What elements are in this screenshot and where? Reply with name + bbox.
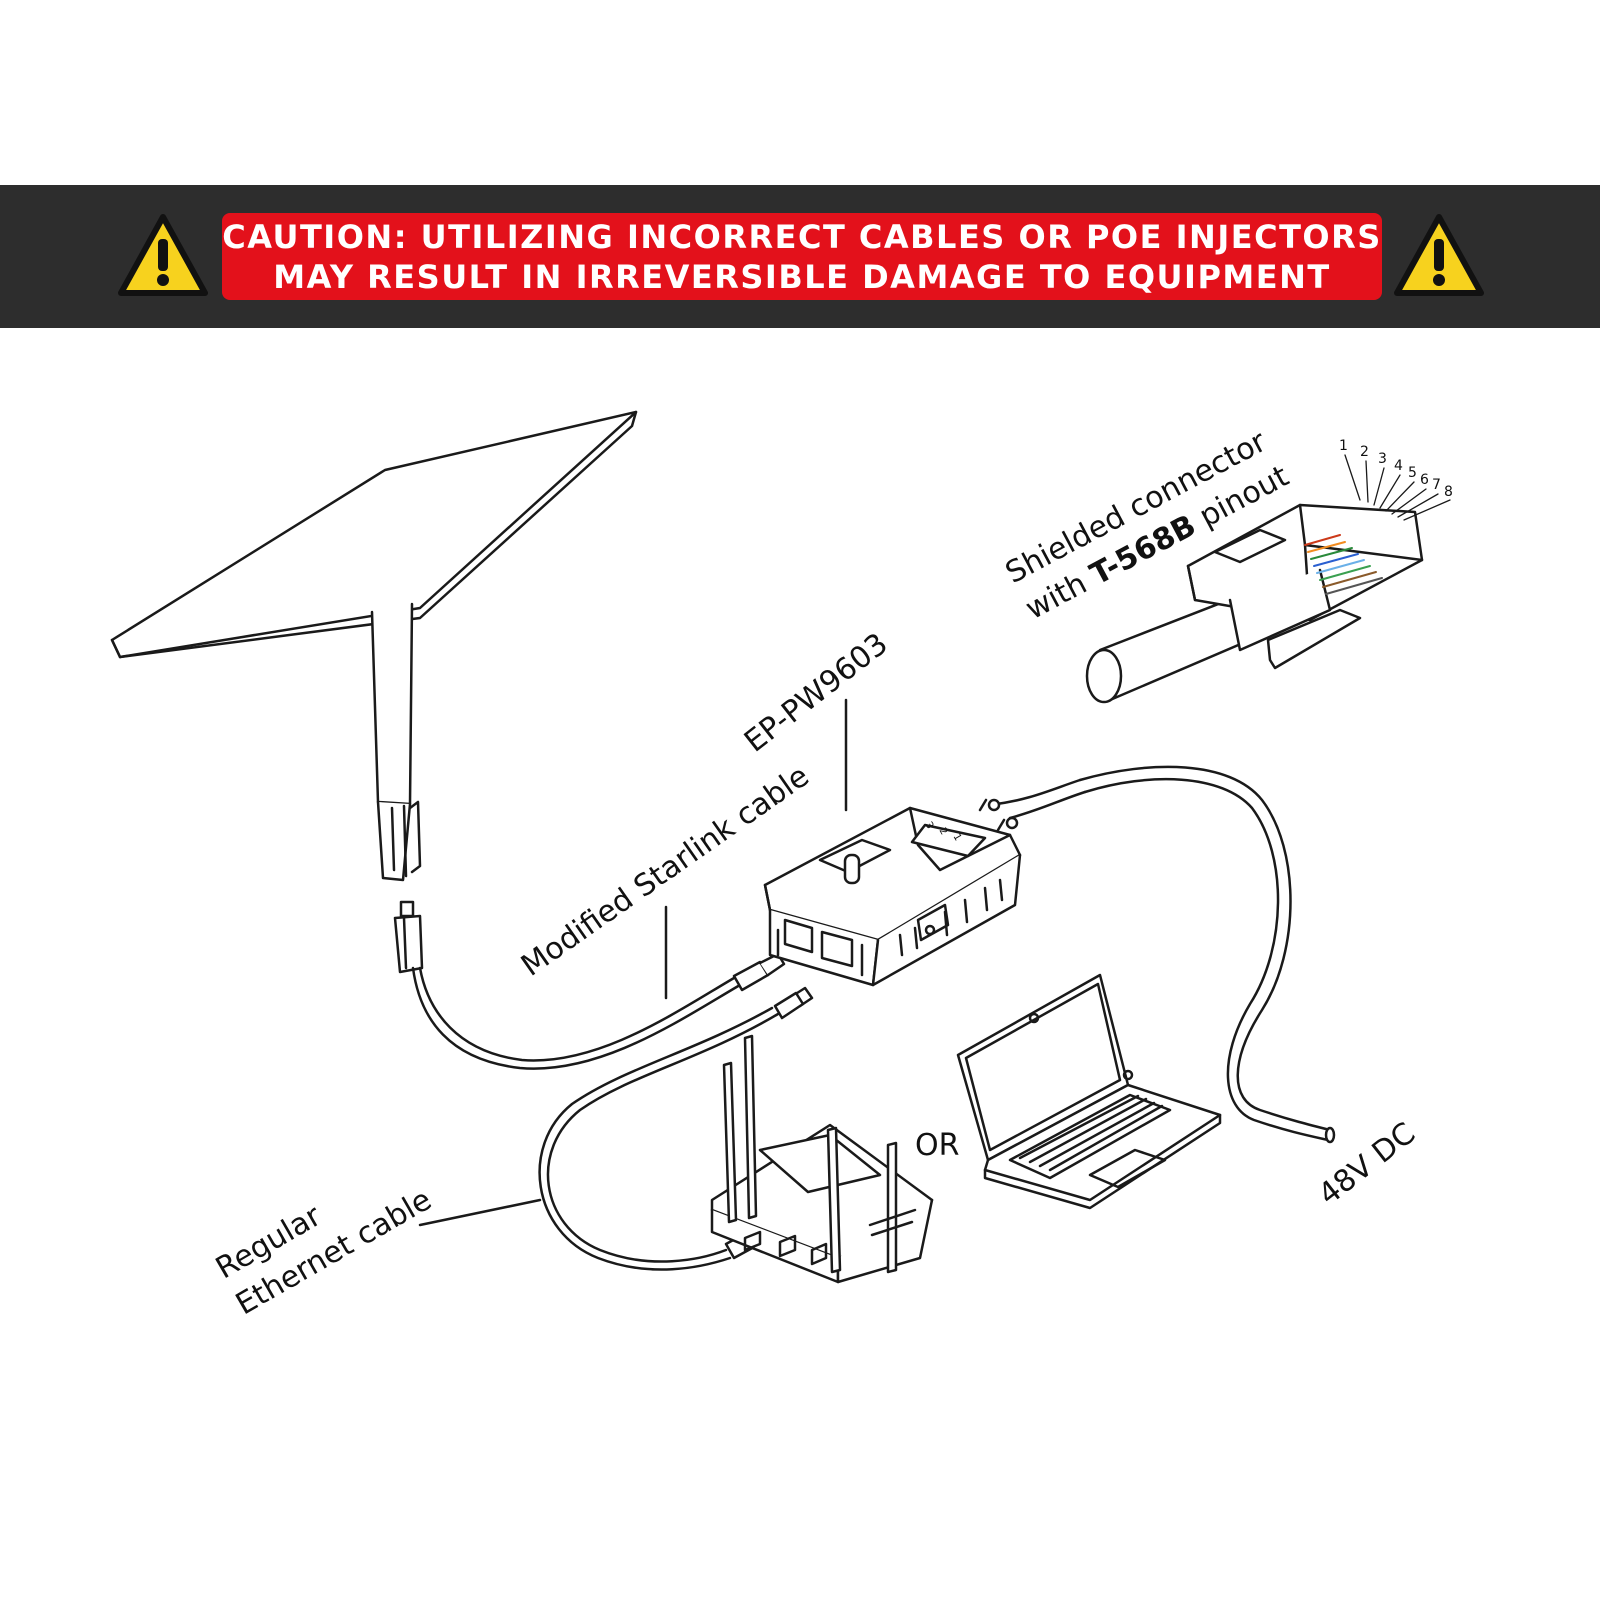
warning-triangle-icon <box>1394 214 1484 296</box>
pin-number: 1 <box>1339 438 1348 454</box>
router-illustration <box>710 1034 934 1284</box>
pin-number: 6 <box>1420 472 1429 488</box>
starlink-dish-illustration <box>110 410 638 882</box>
pin-number: 4 <box>1394 458 1403 474</box>
pin-number: 5 <box>1408 465 1417 481</box>
or-label: OR <box>915 1128 960 1163</box>
caution-line-2: MAY RESULT IN IRREVERSIBLE DAMAGE TO EQU… <box>273 257 1331 296</box>
warning-triangle-icon <box>118 214 208 296</box>
pin-number: 7 <box>1432 477 1441 493</box>
laptop-illustration <box>956 973 1222 1210</box>
pin-number: 3 <box>1378 451 1387 467</box>
pin-number: 8 <box>1444 484 1453 500</box>
caution-message: CAUTION: UTILIZING INCORRECT CABLES OR P… <box>222 213 1382 300</box>
modified-starlink-cable-illustration <box>393 900 786 1070</box>
ep-pw9603-injector-illustration <box>763 698 1022 987</box>
pin-number: 2 <box>1360 444 1369 460</box>
48v-dc-cable-illustration <box>978 765 1336 1144</box>
caution-line-1: CAUTION: UTILIZING INCORRECT CABLES OR P… <box>222 217 1382 256</box>
rj45-connector-illustration <box>1085 454 1451 704</box>
